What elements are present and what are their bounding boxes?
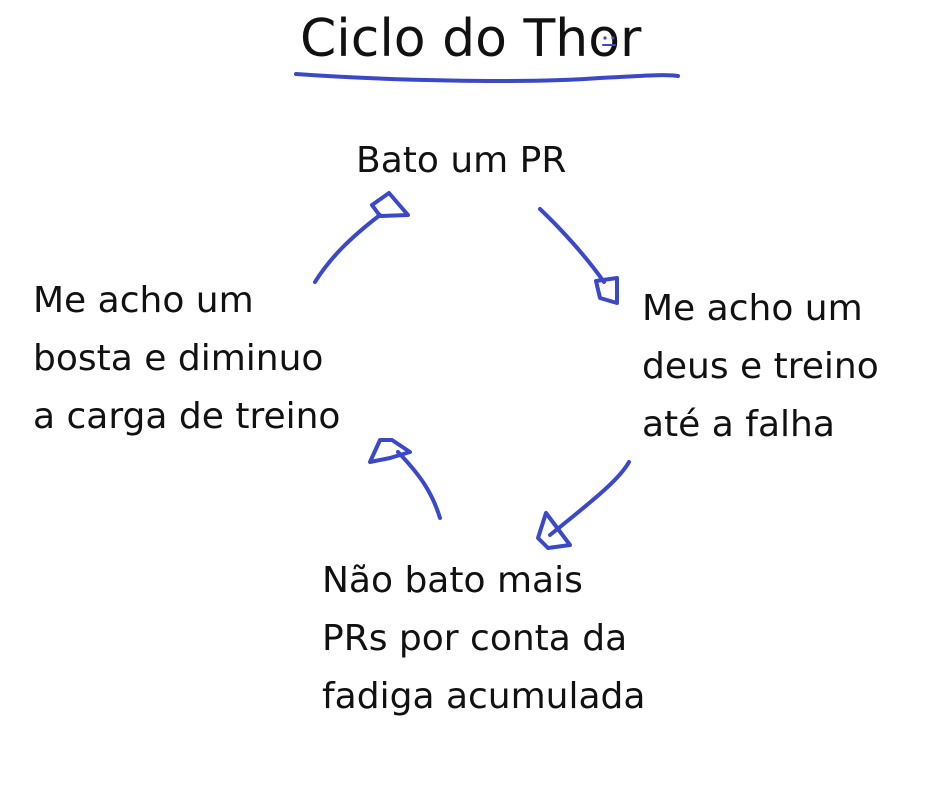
cycle-step-left: Me acho um bosta e diminuo a carga de tr…	[33, 272, 340, 446]
arrow-bottom-to-left	[368, 438, 442, 520]
step-text-line: Bato um PR	[356, 140, 567, 181]
step-text-line: Não bato mais	[322, 560, 583, 601]
step-text-line: PRs por conta da	[322, 618, 628, 659]
arrow-icon	[368, 438, 412, 464]
cycle-step-top: Bato um PR	[356, 132, 566, 190]
title-underline	[294, 72, 680, 83]
step-text-line: bosta e diminuo	[33, 338, 324, 379]
title-text: Ciclo do Thor	[300, 9, 642, 69]
step-text-line: até a falha	[642, 404, 835, 445]
arrow-shaft	[548, 460, 631, 537]
arrow-icon	[536, 511, 572, 550]
step-text-line: Me acho um	[642, 288, 863, 329]
arrow-right-to-bottom	[536, 460, 631, 550]
arrow-icon	[594, 276, 619, 305]
cycle-step-right: Me acho um deus e treino até a falha	[642, 280, 879, 454]
arrow-top-to-right	[538, 207, 619, 305]
step-text-line: Me acho um	[33, 280, 254, 321]
diagram-title: Ciclo do Thor	[300, 8, 641, 70]
cycle-step-bottom: Não bato mais PRs por conta da fadiga ac…	[322, 552, 645, 726]
arrow-icon	[370, 191, 410, 218]
step-text-line: deus e treino	[642, 346, 879, 387]
arrow-left-to-top	[313, 191, 410, 284]
arrow-shaft	[396, 450, 442, 520]
arrow-shaft	[538, 207, 606, 284]
step-text-line: a carga de treino	[33, 396, 341, 437]
step-text-line: fadiga acumulada	[322, 676, 646, 717]
